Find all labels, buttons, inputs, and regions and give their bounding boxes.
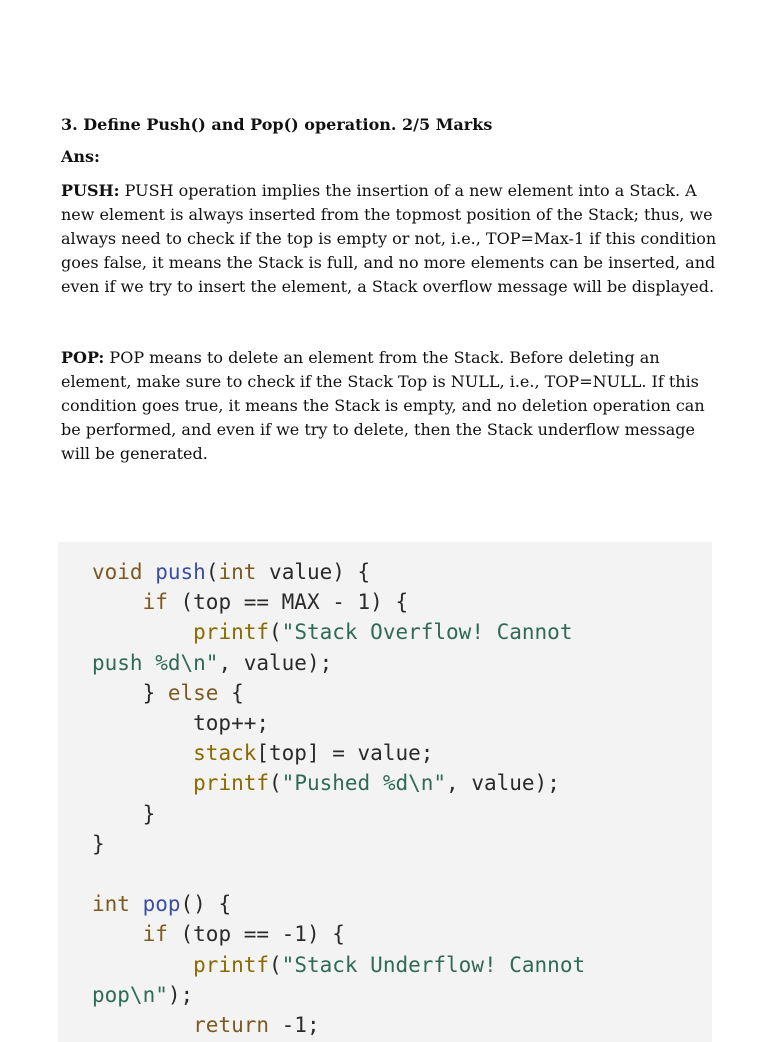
code-token: { (218, 680, 244, 705)
code-line: } else { (92, 681, 244, 705)
code-listing: void push(int value) { if (top == MAX - … (92, 557, 585, 1040)
code-token: push (155, 560, 206, 584)
code-line: stack[top] = value; (92, 741, 433, 765)
code-token: int (218, 560, 257, 584)
answer-label: Ans: (61, 147, 100, 166)
code-token: } (92, 801, 156, 826)
code-token: ( (269, 952, 282, 977)
code-token: ( (205, 560, 219, 584)
code-token: (top == MAX - 1) { (167, 590, 409, 615)
code-token (92, 741, 193, 765)
code-line: pop\n"); (92, 983, 193, 1007)
code-token (92, 1013, 193, 1037)
code-token (92, 620, 193, 644)
code-token: , value); (218, 650, 333, 675)
code-token: int (92, 892, 130, 917)
code-line: printf("Stack Overflow! Cannot (92, 620, 572, 644)
code-token (92, 922, 143, 946)
pop-text: POP means to delete an element from the … (61, 348, 705, 463)
code-token: ); (167, 982, 194, 1007)
code-token: , value); (446, 771, 560, 796)
code-line: printf("Pushed %d\n", value); (92, 771, 560, 795)
code-token: void (92, 560, 143, 584)
code-token: top++; (92, 711, 270, 736)
code-token: (top == -1) { (167, 922, 345, 947)
code-token: } (92, 680, 168, 705)
code-line: printf("Stack Underflow! Cannot (92, 953, 585, 977)
code-token (130, 892, 143, 916)
push-definition: PUSH: PUSH operation implies the inserti… (61, 179, 721, 299)
code-token: stack (193, 741, 257, 766)
question-title: 3. Define Push() and Pop() operation. 2/… (61, 115, 493, 134)
code-token: "Stack Underflow! Cannot (281, 952, 586, 977)
code-token: "Stack Overflow! Cannot (281, 620, 573, 645)
code-token: () { (180, 892, 232, 917)
code-token: -1; (269, 1013, 320, 1038)
code-token (92, 590, 143, 614)
code-line: void push(int value) { (92, 560, 370, 584)
push-term: PUSH: (61, 181, 120, 200)
code-token (92, 953, 193, 977)
code-line: } (92, 832, 105, 856)
code-line: int pop() { (92, 892, 231, 916)
code-block: void push(int value) { if (top == MAX - … (58, 542, 712, 1042)
code-token: } (92, 831, 105, 856)
code-token: "Pushed %d\n" (281, 771, 447, 796)
code-token: printf (193, 952, 270, 977)
code-token: pop (142, 892, 181, 917)
code-token: if (142, 590, 168, 615)
code-line: push %d\n", value); (92, 651, 332, 675)
code-token: value) { (256, 560, 371, 584)
code-token (143, 560, 156, 584)
code-token: [top] = value; (256, 741, 434, 766)
code-token: push %d\n" (92, 650, 219, 675)
code-token: else (167, 680, 219, 705)
code-token: ( (269, 771, 282, 796)
code-token: printf (193, 771, 270, 796)
code-line: return -1; (92, 1013, 320, 1038)
code-token: return (193, 1013, 270, 1038)
code-token: pop\n" (92, 982, 168, 1007)
pop-definition: POP: POP means to delete an element from… (61, 346, 721, 466)
code-token (92, 771, 193, 795)
push-text: PUSH operation implies the insertion of … (61, 181, 717, 296)
code-token: if (142, 922, 168, 947)
code-line: } (92, 801, 156, 826)
pop-term: POP: (61, 348, 105, 367)
code-line: if (top == MAX - 1) { (92, 590, 409, 615)
code-line: if (top == -1) { (92, 922, 345, 946)
code-token: ( (269, 620, 282, 645)
code-token: printf (193, 620, 270, 645)
code-line: top++; (92, 711, 269, 735)
